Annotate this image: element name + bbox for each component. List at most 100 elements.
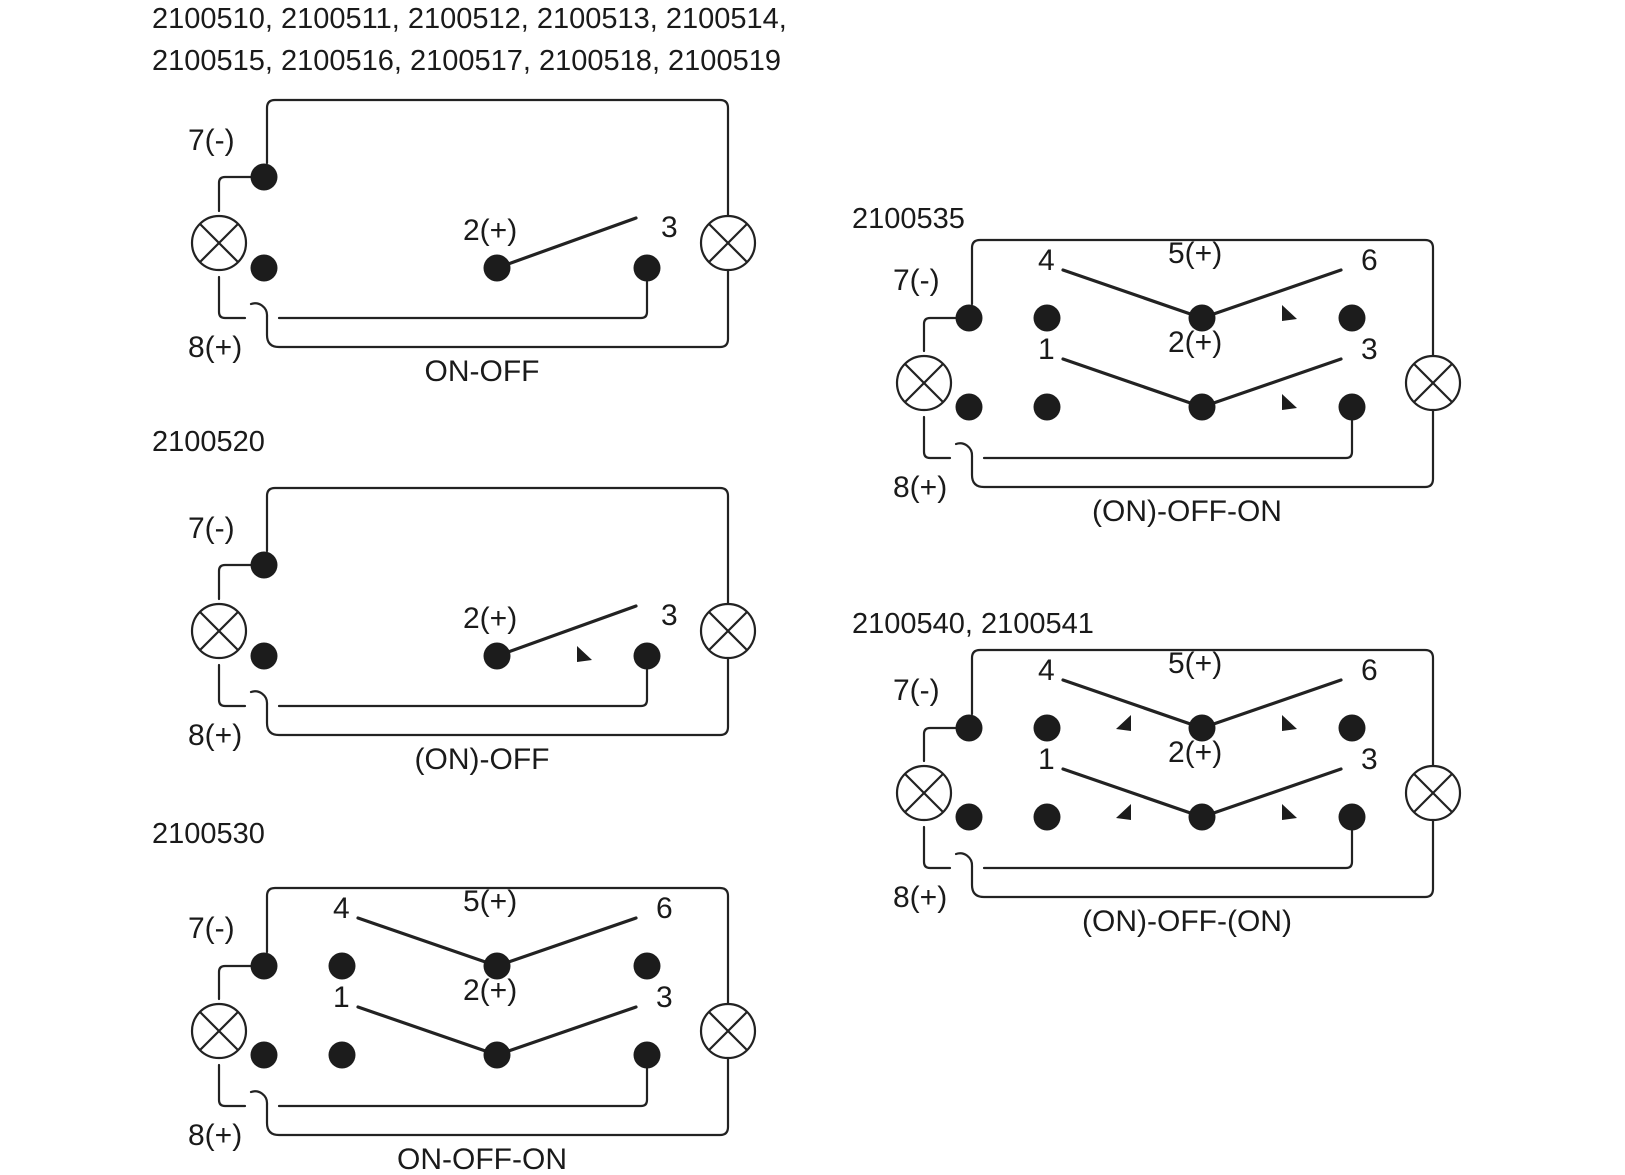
lamp-left-icon	[895, 764, 953, 822]
wire-crossover	[954, 852, 974, 868]
lamp-cross-line	[904, 363, 944, 403]
part-number-line: 2100535	[852, 203, 965, 235]
terminal-2-label: 2(+)	[463, 602, 517, 635]
terminal-7-dot	[250, 163, 278, 191]
arrow-bottom-left-icon	[1116, 804, 1131, 820]
terminal-8-label: 8(+)	[188, 331, 242, 364]
switch-mode-label: ON-OFF-ON	[397, 1143, 567, 1170]
terminal-bottom-right-label: 3	[1361, 333, 1378, 366]
terminal-top-right-label: 6	[656, 892, 673, 925]
terminal-7-dot	[955, 304, 983, 332]
terminal-2-label: 2(+)	[463, 214, 517, 247]
lamp-left-icon	[190, 214, 248, 272]
terminal-8-dot	[250, 642, 278, 670]
arrow-right-icon	[577, 646, 592, 662]
lamp-cross-line	[708, 1011, 748, 1051]
lamp-left-icon	[190, 602, 248, 660]
switch-mode-label: (ON)-OFF-(ON)	[1082, 905, 1292, 938]
lamp-right-icon	[699, 602, 757, 660]
part-number-line: 2100520	[152, 426, 265, 458]
inner-wire-bottom	[277, 656, 649, 708]
switch-diagram-d2: 7(-)8(+)2(+)3(ON)-OFF	[188, 486, 757, 776]
terminal-bottom-center-label: 2(+)	[463, 974, 517, 1007]
lamp-cross-line	[708, 611, 748, 651]
part-number-line: 2100530	[152, 818, 265, 850]
terminal-top-center-label: 5(+)	[463, 885, 517, 918]
terminal-bottom-center-label: 2(+)	[1168, 326, 1222, 359]
lamp-cross-line	[1413, 363, 1453, 403]
terminal-8-dot	[955, 803, 983, 831]
switch-lever-top-right	[1200, 678, 1343, 730]
lamp-left-icon	[895, 354, 953, 412]
lamp-cross-line	[708, 223, 748, 263]
terminal-bottom-center-dot	[483, 1041, 511, 1069]
terminal-bottom-right-dot	[1338, 393, 1366, 421]
terminal-7-dot	[250, 551, 278, 579]
switch-lever-top-right	[1200, 268, 1343, 320]
inner-wire-left	[922, 825, 952, 870]
terminal-3-label: 3	[661, 599, 678, 632]
terminal-7-label: 7(-)	[893, 264, 940, 297]
terminal-2-dot	[483, 254, 511, 282]
lamp-cross-line	[904, 773, 944, 813]
terminal-bottom-left-dot	[1033, 393, 1061, 421]
switch-lever-top-right	[495, 916, 638, 968]
terminal-8-label: 8(+)	[188, 1119, 242, 1152]
terminal-top-right-label: 6	[1361, 244, 1378, 277]
switch-lever-top-left	[356, 916, 499, 968]
terminal-7-label: 7(-)	[188, 124, 235, 157]
arrow-top-right-icon	[1282, 305, 1297, 321]
terminal-bottom-left-label: 1	[1038, 743, 1055, 776]
switch-lever-bottom-right	[1200, 357, 1343, 409]
terminal-2-dot	[483, 642, 511, 670]
arrow-top-left-icon	[1116, 715, 1131, 731]
switch-lever-bottom-right	[495, 1005, 638, 1057]
lamp-neg-wire	[217, 964, 254, 1001]
inner-wire-bottom	[277, 1055, 649, 1108]
lamp-right-icon	[699, 1002, 757, 1060]
inner-wire-bottom	[982, 407, 1354, 460]
switch-mode-label: (ON)-OFF-ON	[1092, 495, 1282, 528]
inner-wire-bottom	[982, 817, 1354, 870]
terminal-top-left-label: 4	[1038, 654, 1055, 687]
terminal-8-dot	[955, 393, 983, 421]
lamp-right-icon	[1404, 764, 1462, 822]
terminal-top-left-label: 4	[1038, 244, 1055, 277]
lamp-neg-wire	[217, 563, 254, 601]
terminal-top-right-dot	[1338, 304, 1366, 332]
terminal-top-left-dot	[328, 952, 356, 980]
terminal-top-center-label: 5(+)	[1168, 237, 1222, 270]
wire-crossover	[249, 1090, 269, 1106]
lamp-neg-wire	[217, 175, 254, 213]
terminal-8-label: 8(+)	[188, 719, 242, 752]
terminal-7-label: 7(-)	[188, 512, 235, 545]
terminal-bottom-left-dot	[1033, 803, 1061, 831]
inner-wire-left	[217, 663, 247, 708]
terminal-top-center-dot	[483, 952, 511, 980]
terminal-top-left-label: 4	[333, 892, 350, 925]
lamp-neg-wire	[922, 316, 959, 353]
lamp-cross-line	[199, 611, 239, 651]
lamp-neg-wire	[922, 726, 959, 763]
switch-lever-bottom-right	[1200, 767, 1343, 819]
terminal-3-dot	[633, 254, 661, 282]
part-number-line: 2100510, 2100511, 2100512, 2100513, 2100…	[152, 3, 787, 35]
inner-wire-left	[217, 1063, 247, 1108]
inner-wire-left	[217, 275, 247, 320]
terminal-8-dot	[250, 254, 278, 282]
terminal-bottom-right-label: 3	[656, 981, 673, 1014]
terminal-bottom-right-label: 3	[1361, 743, 1378, 776]
part-number-line: 2100540, 2100541	[852, 608, 1094, 640]
lamp-right-icon	[699, 214, 757, 272]
switch-lever-bottom-left	[1061, 767, 1204, 819]
terminal-top-right-dot	[633, 952, 661, 980]
switch-lever-bottom-left	[1061, 357, 1204, 409]
wire-crossover	[249, 690, 269, 706]
switch-lever	[495, 604, 638, 658]
terminal-bottom-center-dot	[1188, 393, 1216, 421]
terminal-7-dot	[250, 952, 278, 980]
switch-lever-top-left	[1061, 678, 1204, 730]
